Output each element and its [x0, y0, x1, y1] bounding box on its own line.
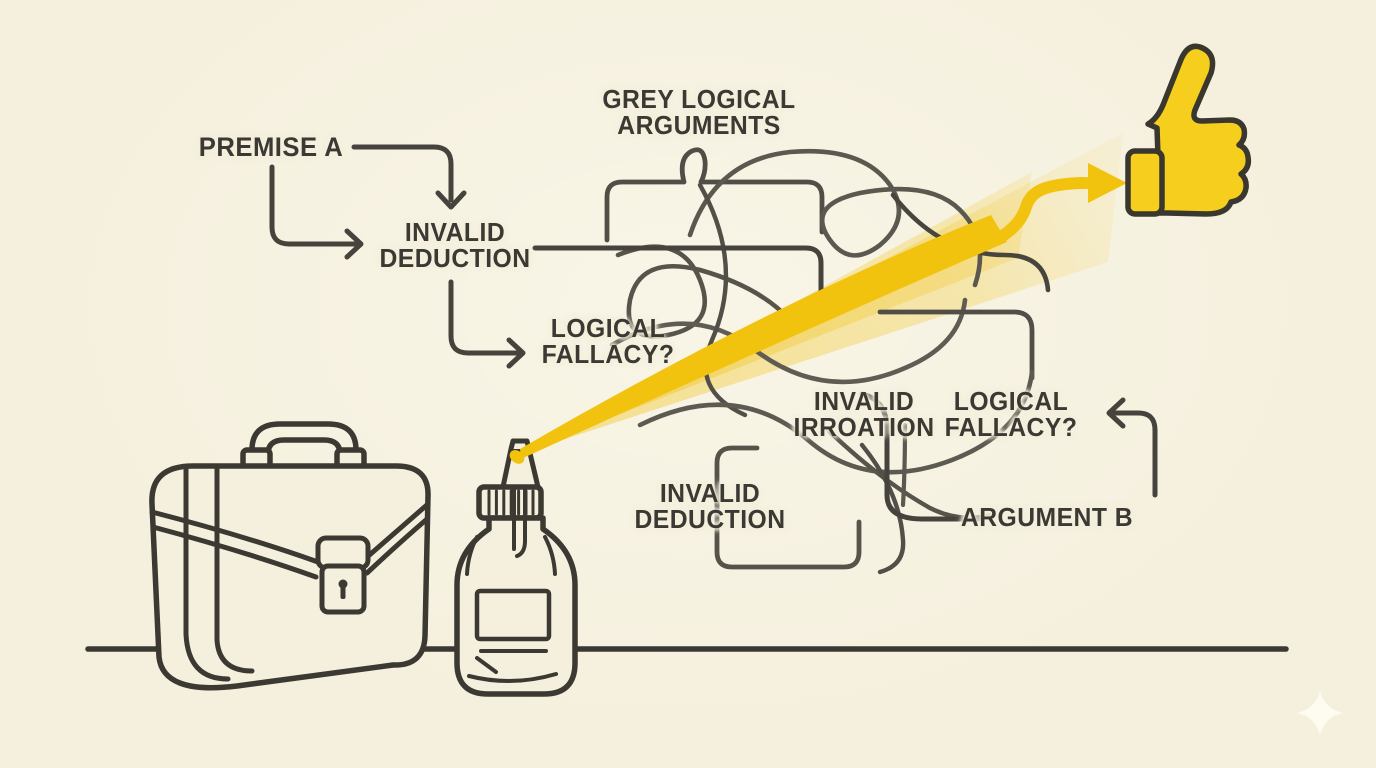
- scribble-bubble-tail: [604, 147, 825, 243]
- briefcase-flap-right-top: [363, 501, 431, 561]
- scribble-weave-center: [697, 182, 748, 418]
- bottle-dropper-tube: [512, 487, 527, 558]
- label-logical-fallacy-left: LOGICAL FALLACY?: [541, 313, 675, 369]
- scribble-vertical-bottom: [900, 422, 908, 508]
- briefcase-flap-left-top: [149, 509, 321, 565]
- thumbs-up-cuff: [1125, 148, 1165, 217]
- label-argument-b: ARGUMENT B: [960, 502, 1134, 532]
- bottle-label: [474, 588, 552, 642]
- bottle-shoulder-right: [543, 535, 557, 576]
- flowchart-connectors: [269, 144, 1158, 522]
- briefcase-body: [149, 463, 431, 691]
- briefcase-flap-right-bottom: [364, 516, 430, 576]
- arrowhead-right-icon: [506, 337, 526, 369]
- arrow-deduction-to-fallacy: [448, 279, 520, 356]
- light-beam-core: [509, 163, 1127, 464]
- bottle-shoulder-left: [465, 535, 479, 576]
- dropper-bottle-icon: [454, 438, 578, 697]
- sparkle-icon: [1297, 691, 1343, 735]
- arrowhead-left-icon: [1106, 397, 1126, 429]
- beam-core: [520, 215, 1007, 459]
- thumbs-up-icon: [1125, 43, 1252, 217]
- briefcase-keyhole-slot: [340, 586, 346, 599]
- briefcase-handle-outer: [249, 421, 359, 469]
- arrow-premise-right: [269, 164, 358, 247]
- briefcase-spine-line-1: [183, 465, 231, 682]
- beam-arrowhead-icon: [1088, 163, 1127, 203]
- scribble-loop-bottom: [637, 369, 1035, 475]
- briefcase-keyhole: [338, 579, 348, 589]
- briefcase-icon: [149, 421, 431, 691]
- arrow-argumentb-to-fallacy: [1112, 410, 1158, 498]
- label-logical-fallacy-right: LOGICAL FALLACY?: [944, 386, 1078, 442]
- scribble-tail-bottom-b: [859, 442, 906, 575]
- briefcase-handle-inner: [265, 437, 343, 469]
- label-premise-a: PREMISE A: [198, 132, 344, 162]
- bottle-bottom-curve: [467, 672, 558, 683]
- label-grey-logical-arguments: GREY LOGICAL ARGUMENTS: [602, 84, 796, 140]
- scribble-arc-middle: [609, 297, 968, 385]
- label-invalid-deduction-bottom: INVALID DEDUCTION: [634, 478, 786, 534]
- bottle-tick-mark: [475, 656, 498, 674]
- line-deduction-to-tangle: [532, 245, 824, 311]
- thumbs-up-hand: [1145, 43, 1252, 217]
- scribble-loop-left: [615, 244, 793, 339]
- beam-droplet: [509, 450, 525, 464]
- scribble-weave-right: [890, 192, 1051, 293]
- label-invalid-irroation: INVALID IRROATION: [793, 386, 935, 442]
- arrowhead-down-icon: [435, 190, 467, 210]
- arrowhead-right-icon: [344, 228, 364, 260]
- label-invalid-deduction-left: INVALID DEDUCTION: [379, 217, 531, 273]
- briefcase-spine-line-2: [214, 464, 255, 674]
- line-argumentb-to-tangle: [859, 391, 981, 522]
- bottle-cap-ribs: [487, 489, 535, 516]
- briefcase-flap-left-bottom: [150, 524, 319, 580]
- scribble-corner-right: [877, 309, 1035, 381]
- scribble-rect-bottom: [714, 445, 862, 570]
- beam-arrow-shaft: [993, 177, 1092, 244]
- arrow-premise-down: [351, 144, 454, 203]
- scribble-loop-top: [687, 148, 983, 288]
